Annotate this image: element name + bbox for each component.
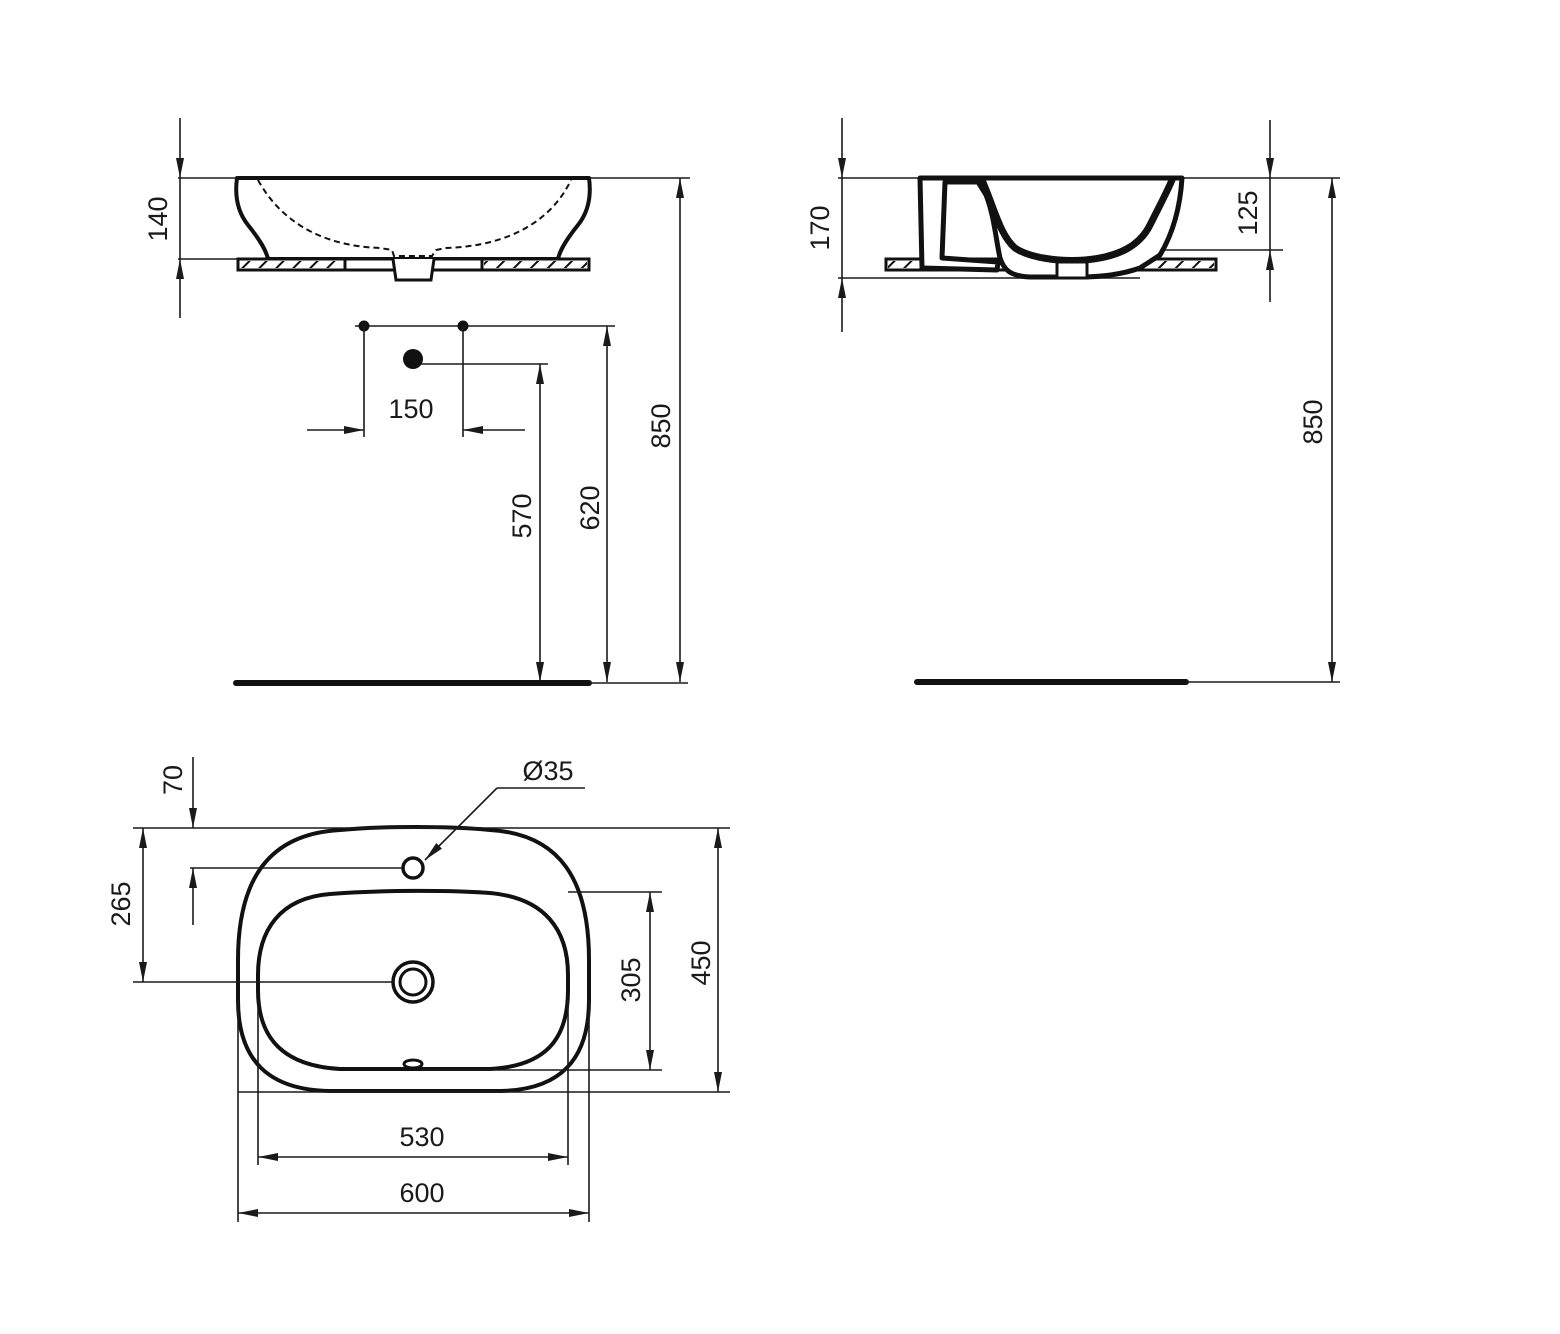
dimension-label-basin-height: 170 (805, 205, 835, 250)
basin-outer-rim (236, 825, 591, 1093)
dimension-label-outer-depth: 450 (686, 940, 716, 985)
basin-interior-hidden-line (257, 179, 572, 257)
dimension-label-outer-width: 600 (399, 1178, 444, 1208)
front-elevation: 140 150 570 620 850 (143, 118, 690, 686)
basin-bowl (256, 888, 570, 1071)
side-elevation: 170 125 850 (805, 118, 1340, 685)
dimension-label-total-height: 850 (646, 403, 676, 448)
waste-position (403, 349, 423, 369)
dimension-label-inner-depth: 305 (616, 957, 646, 1002)
plan-view: 70 Ø35 265 305 450 530 600 (106, 756, 730, 1222)
dimension-label-total-height: 850 (1298, 399, 1328, 444)
overflow (402, 1058, 424, 1070)
basin-bowl-profile (978, 176, 1176, 264)
dimension-label-waste-offset: 265 (106, 881, 136, 926)
dimension-label-inner-width: 530 (399, 1122, 444, 1152)
basin-outline (234, 176, 592, 261)
dimension-label-tap-hole-diameter: Ø35 (522, 756, 573, 786)
countertop-hatch-left (240, 261, 343, 268)
dimension-label-waste-height: 570 (507, 493, 537, 538)
tap-hole (401, 856, 425, 880)
dimension-label-tap-height: 620 (575, 485, 605, 530)
drain-inner (398, 967, 428, 997)
dimension-label-tap-offset: 70 (158, 765, 188, 795)
countertop-hatch-right (484, 261, 587, 268)
dimension-label-tap-spacing: 150 (388, 394, 433, 424)
waste-outlet (1055, 260, 1089, 280)
dimension-label-basin-height: 140 (143, 196, 173, 241)
waste-outlet (391, 258, 436, 282)
dimension-label-above-counter: 125 (1233, 190, 1263, 235)
